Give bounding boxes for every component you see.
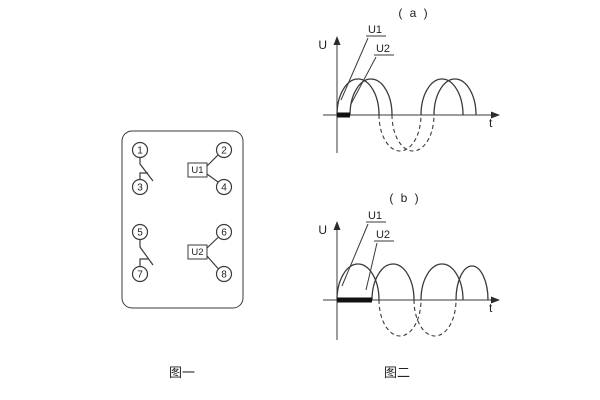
coil-u1-lead-top [206, 154, 219, 167]
terminal-8-label: 8 [221, 270, 227, 281]
plot-b-curve-u1-solid [336, 263, 464, 301]
relay-outline [121, 130, 244, 309]
plot-b-y-label: U [318, 223, 327, 237]
plot-b-x-axis-arrow [491, 296, 500, 304]
plot-b-u1-callout-leader [341, 223, 369, 287]
terminal-3-label: 3 [137, 183, 143, 194]
plot-a-y-label: U [318, 38, 327, 52]
terminal-2-label: 2 [221, 146, 227, 157]
terminal-2-circle [215, 141, 233, 159]
plot-a-u1-callout-label: U1 [368, 24, 382, 36]
waveform-plot-a: ( a ) U t U1 U2 [318, 6, 500, 153]
plot-a-curve-u2-solid [349, 78, 477, 116]
plot-b-curve-u2-dashed [413, 299, 457, 337]
terminal-6-circle [215, 223, 233, 241]
plot-a-u2-callout-label: U2 [376, 43, 390, 55]
plot-a-title: ( a ) [398, 6, 429, 20]
relay-figure: 1 2 3 4 5 6 7 8 U1 U2 图一 [121, 130, 244, 380]
coil-u1-box [187, 162, 208, 178]
coil-u2-lead-top [206, 237, 219, 249]
terminal-4-circle [215, 178, 233, 196]
plot-b-title: ( b ) [389, 191, 420, 205]
terminal-1-label: 1 [137, 146, 143, 157]
plot-a-y-axis-arrow [333, 36, 341, 45]
waveform-plot-b: ( b ) U t U1 U2 [318, 191, 500, 340]
coil-u2-box [187, 244, 208, 260]
terminal-7-label: 7 [137, 270, 143, 281]
plot-b-y-axis-arrow [333, 221, 341, 230]
figure2-caption: 图二 [384, 365, 410, 380]
terminal-8-circle [215, 265, 233, 283]
terminal-5-label: 5 [137, 228, 143, 239]
coil-u2-label: U2 [191, 247, 203, 258]
plot-a-u1-callout-leader [340, 37, 369, 101]
plot-b-u2-callout-leader [365, 242, 378, 291]
plot-b-u2-callout-label: U2 [376, 229, 390, 241]
coil-u1-label: U1 [191, 165, 203, 176]
coil-u2-lead-bottom [206, 255, 219, 269]
plot-a-phase-bar [337, 112, 350, 118]
plot-b-phase-bar [337, 297, 372, 303]
plot-a-u2-callout-leader [350, 56, 377, 105]
plot-b-curve-u2-solid [371, 263, 489, 301]
figure1-caption: 图一 [169, 365, 195, 380]
terminal-4-label: 4 [221, 183, 227, 194]
plot-a-curve-u2-dashed [391, 114, 435, 152]
switch-contact-1-3-blade [139, 157, 154, 182]
coil-u1-lead-bottom [206, 173, 219, 183]
plot-b-curve-u1-dashed [378, 299, 422, 337]
switch-contact-5-7-hook [139, 258, 148, 267]
plot-a-curve-u1-solid [336, 78, 464, 116]
switch-contact-5-7-blade [139, 239, 154, 266]
plot-a-x-label: t [489, 116, 493, 130]
plot-b-x-label: t [489, 301, 493, 315]
plot-a-curve-u1-dashed [378, 114, 422, 152]
switch-contact-1-3-hook [139, 172, 148, 180]
plot-b-u1-callout-label: U1 [368, 210, 382, 222]
plot-a-x-axis-arrow [491, 111, 500, 119]
terminal-6-label: 6 [221, 228, 227, 239]
